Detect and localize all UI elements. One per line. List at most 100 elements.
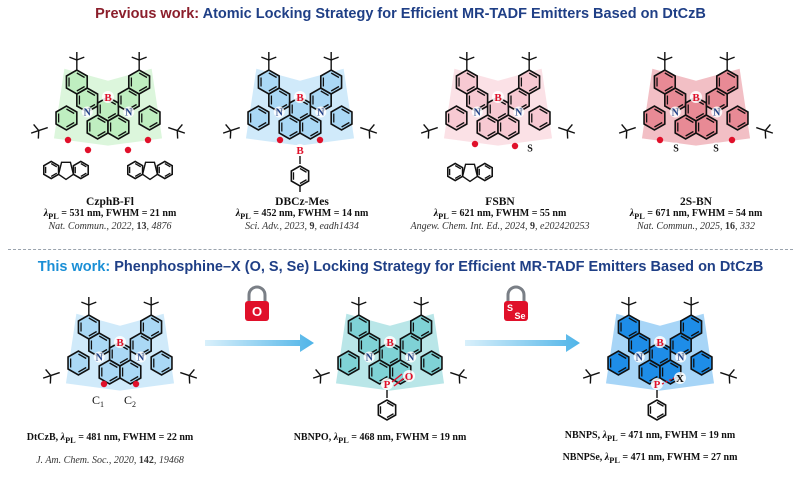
tert-butyl-methyl: [729, 374, 738, 379]
boron-atom-mesityl: B: [296, 145, 304, 157]
nitrogen-atom-bg: [675, 351, 687, 363]
reference: Nat. Commun., 2025, 16, 332: [636, 221, 756, 232]
tert-butyl-methyl: [30, 129, 39, 134]
nitrogen-atom: N: [407, 353, 415, 364]
double-bond: [680, 335, 689, 342]
locking-site-dot: [144, 136, 152, 144]
double-bond: [638, 335, 648, 342]
double-bond: [484, 174, 491, 179]
double-bond: [66, 121, 75, 128]
double-bond: [348, 366, 357, 373]
double-bond: [150, 330, 160, 337]
nitrogen-atom-bg: [633, 351, 645, 363]
tert-butyl-bond: [720, 371, 730, 377]
tert-butyl-methyl: [150, 301, 159, 306]
double-bond: [508, 117, 517, 124]
boron-atom: B: [296, 92, 304, 104]
photophysics: = 452 nm, FWHM = 14 nm: [250, 208, 369, 219]
tert-butyl-methyl: [358, 301, 367, 306]
double-bond: [664, 72, 673, 79]
tert-butyl-methyl: [261, 56, 270, 61]
double-bond: [161, 366, 170, 373]
double-bond: [656, 413, 664, 419]
tert-butyl-bond: [590, 371, 600, 377]
double-bond: [320, 90, 329, 97]
tert-butyl-methyl: [764, 123, 771, 132]
tert-butyl-methyl: [683, 301, 692, 306]
double-bond: [164, 163, 171, 168]
tert-butyl-methyl: [621, 301, 630, 306]
double-bond: [400, 362, 409, 369]
reference: Nat. Commun., 2022, 13, 4876: [48, 221, 172, 232]
tert-butyl-bond: [50, 371, 60, 377]
double-bond: [109, 375, 118, 382]
double-bond: [150, 317, 160, 324]
tert-butyl-methyl: [225, 123, 232, 132]
double-bond: [107, 112, 117, 119]
double-bond: [466, 85, 475, 92]
double-bond: [379, 362, 388, 369]
caption-dtczb: DtCzB, λPL = 481 nm, FWHM = 22 nm J. Am.…: [20, 432, 200, 466]
sulfur-atom-bg: [524, 142, 536, 154]
tert-butyl-methyl: [726, 56, 735, 61]
header-previous-work: Previous work: Atomic Locking Strategy f…: [0, 6, 801, 22]
p-o-bond: [393, 377, 405, 387]
double-bond: [86, 90, 96, 97]
double-bond: [134, 163, 142, 168]
tert-butyl-methyl: [528, 56, 537, 61]
double-bond: [289, 117, 298, 124]
nitrogen-atom: N: [317, 108, 325, 119]
double-bond: [330, 85, 340, 92]
nitrogen-atom: N: [672, 108, 680, 119]
double-bond: [138, 72, 148, 79]
phosphorus-atom-bg: [650, 377, 664, 391]
tert-butyl-methyl: [690, 301, 699, 306]
tert-butyl-methyl: [566, 123, 573, 132]
tert-butyl-methyl: [189, 374, 198, 379]
molecule-name: FSBN: [485, 196, 515, 208]
tert-butyl-methyl: [138, 56, 147, 61]
double-bond: [456, 108, 465, 115]
tert-butyl-methyl: [728, 368, 735, 377]
double-bond: [695, 112, 705, 119]
tert-butyl-methyl: [413, 301, 422, 306]
double-bond: [701, 353, 710, 360]
caption-fsbn: FSBN λPL = 621 nm, FWHM = 55 nm Angew. C…: [400, 196, 600, 232]
photophysics: = 621 nm, FWHM = 55 nm: [448, 208, 567, 219]
tert-butyl-methyl: [131, 56, 140, 61]
label-c2-sub: 2: [132, 400, 136, 409]
double-bond: [410, 335, 419, 342]
nitrogen-atom-bg: [273, 106, 285, 118]
phosphorus-atom: P: [654, 379, 661, 391]
double-bond: [50, 163, 58, 168]
double-bond: [484, 165, 491, 170]
caption-nbnps: NBNPS, λPL = 471 nm, FWHM = 19 nm: [564, 430, 736, 443]
double-bond: [109, 362, 118, 369]
double-bond: [278, 90, 288, 97]
lock-icon-sulfur-selenium: S Se: [504, 285, 528, 321]
nitrogen-atom: N: [515, 108, 523, 119]
double-bond: [386, 413, 394, 419]
locking-site-dot: [728, 136, 736, 144]
tert-butyl-methyl: [618, 129, 627, 134]
double-bond: [164, 172, 171, 177]
double-bond: [618, 366, 627, 373]
double-bond: [97, 130, 106, 137]
double-bond: [310, 117, 319, 124]
double-bond: [690, 330, 700, 337]
nitrogen-atom-bg: [471, 106, 483, 118]
tert-butyl-methyl: [420, 129, 429, 134]
molecule-name: CzphB-Fl: [86, 196, 134, 208]
double-bond: [466, 72, 475, 79]
double-bond: [341, 121, 350, 128]
lock-icon-oxygen: O: [245, 285, 269, 321]
double-bond: [299, 179, 307, 185]
reaction-arrow-o: [205, 334, 314, 352]
double-bond: [726, 85, 736, 92]
double-bond: [685, 130, 694, 137]
tert-butyl-methyl: [420, 301, 429, 306]
boron-atom-bg: [113, 335, 127, 349]
nitrogen-atom-bg: [135, 351, 147, 363]
tert-butyl-bond: [230, 126, 240, 132]
boron-atom-bg: [383, 335, 397, 349]
